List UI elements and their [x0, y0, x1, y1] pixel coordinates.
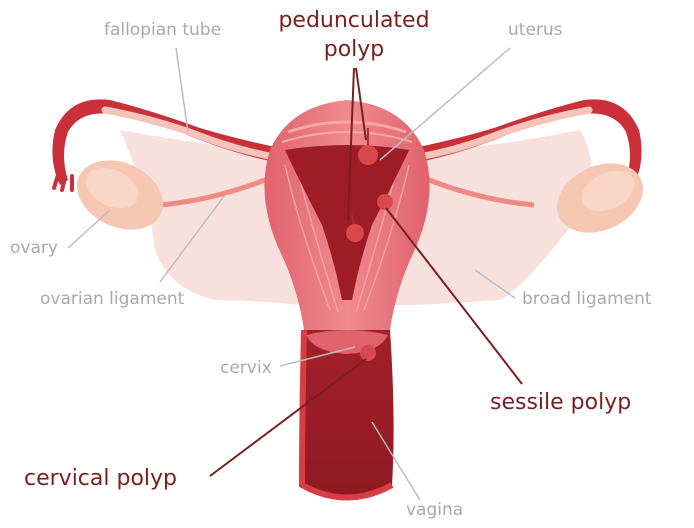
label-sessile-polyp: sessile polyp [490, 390, 631, 415]
label-cervical-polyp: cervical polyp [24, 466, 177, 491]
pedunculated-polyp-upper [358, 145, 378, 165]
label-vagina: vagina [406, 500, 463, 520]
pedunculated-polyp-lower [346, 224, 364, 242]
label-ovary: ovary [10, 238, 58, 258]
leader-fallopian-tube [176, 48, 188, 132]
label-ovarian-ligament: ovarian ligament [40, 289, 184, 309]
label-pedunculated-polyp: pedunculated polyp [278, 6, 430, 64]
cervical-polyp-mark [360, 345, 376, 361]
label-uterus: uterus [508, 20, 563, 40]
leader-ovary [68, 210, 110, 248]
label-fallopian-tube: fallopian tube [104, 20, 221, 40]
vagina-shape [300, 330, 393, 498]
label-broad-ligament: broad ligament [522, 289, 652, 309]
sessile-polyp-mark [377, 194, 393, 210]
label-cervix: cervix [220, 358, 272, 378]
